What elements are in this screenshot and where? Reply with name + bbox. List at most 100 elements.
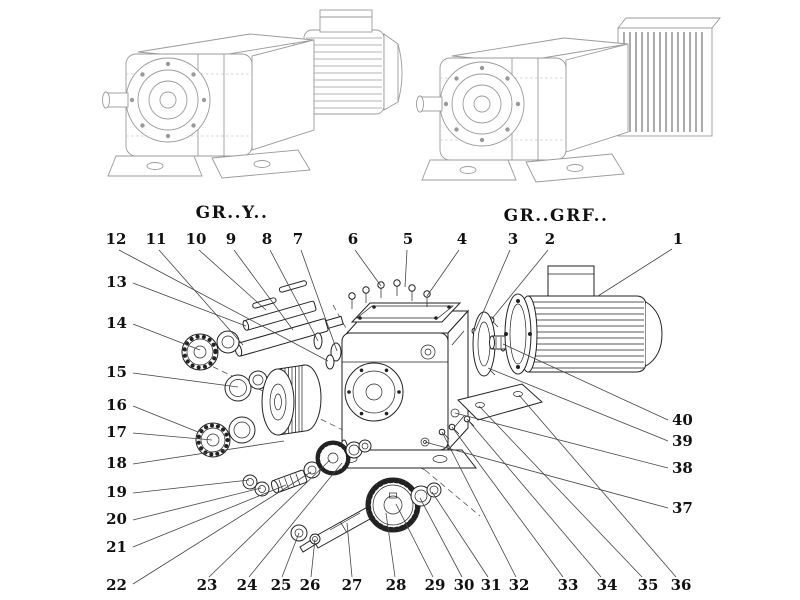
gear-cover [439,61,525,147]
leader-line-22 [132,471,312,585]
leader-line-12 [118,249,329,362]
callout-14: 14 [106,314,127,332]
callout-22: 22 [106,576,127,594]
leader-line-34 [466,418,602,578]
leader-line-37 [424,441,669,509]
callout-23: 23 [197,576,218,594]
callout-13: 13 [106,273,127,291]
callout-21: 21 [106,538,127,556]
output-gear [365,477,421,533]
foot-left [107,155,203,177]
block-fins [623,32,703,132]
callout-2: 2 [545,230,555,248]
leader-line-23 [208,459,331,578]
cooling-fins [306,37,382,109]
gearbox-assembled-right [416,37,629,183]
motor-body [527,295,647,373]
leader-line-25 [281,532,300,578]
spacer-ring [358,439,372,453]
callout-38: 38 [672,459,693,477]
gear-cover [125,57,211,143]
leader-line-27 [346,522,353,578]
motor-fins [530,301,644,369]
bearing-race [228,416,256,444]
callout-28: 28 [386,576,407,594]
callout-29: 29 [425,576,446,594]
leader-line-16 [132,405,199,433]
callout-20: 20 [106,510,127,528]
drain-plug [420,437,430,447]
front-bore [344,362,404,422]
housing-bolts [438,415,475,440]
foot-right [525,153,625,183]
input-shaft-parts [234,280,344,357]
leader-line-17 [132,432,213,441]
foot-right [211,149,311,179]
output-shaft-assembly [290,477,442,553]
bearing-shim [325,354,335,370]
oil-seal [224,374,252,402]
leader-line-8 [269,249,319,342]
callout-37: 37 [672,499,693,517]
inspection-cover [350,302,462,323]
leader-line-38 [454,412,669,469]
callout-1: 1 [673,230,683,248]
assembled-gearmotor-left-drawing [102,9,403,179]
fan-cover [645,301,663,367]
cover-bolt [393,279,401,296]
washer [254,481,270,497]
leader-line-35 [478,405,643,578]
lower-bearing [195,422,231,458]
cover-bolt [408,284,416,301]
leader-line-18 [132,440,285,465]
callout-17: 17 [106,423,127,441]
callout-7: 7 [293,230,303,248]
callout-11: 11 [146,230,167,248]
foot-left [421,159,517,181]
bore-bolt-holes [347,368,401,416]
callout-30: 30 [454,576,475,594]
model-label-right: GR..GRF.. [504,206,609,226]
fan-cover [383,33,399,111]
model-label-left: GR..Y.. [196,203,269,223]
callout-8: 8 [262,230,272,248]
callout-39: 39 [672,432,693,450]
callout-19: 19 [106,483,127,501]
cover-bolt [362,286,370,303]
leader-line-29 [395,503,434,578]
callout-15: 15 [106,363,127,381]
assembled-gearmotor-right-drawing [416,17,721,183]
callout-5: 5 [403,230,413,248]
leader-line-19 [132,479,250,494]
callout-12: 12 [106,230,127,248]
callout-27: 27 [342,576,363,594]
leader-line-40 [502,343,669,421]
finned-block [617,17,721,137]
motor-flange [504,293,532,375]
leader-line-28 [385,512,396,578]
splined-pinion-shaft [271,469,308,494]
leader-line-30 [419,497,463,578]
retaining-ring [216,330,240,354]
leader-line-2 [490,249,549,321]
leader-line-13 [132,282,247,327]
callout-25: 25 [271,576,292,594]
callout-6: 6 [348,230,358,248]
exploded-view [181,265,663,553]
leader-line-21 [132,484,287,548]
washer [242,474,258,490]
cover-bolt [423,290,431,307]
terminal-box [547,265,595,297]
callout-3: 3 [508,230,518,248]
intermediate-gear [315,439,351,476]
leader-line-1 [597,248,673,297]
leader-line-36 [518,394,677,578]
callout-34: 34 [597,576,618,594]
shaft-key [252,297,277,309]
leader-line-4 [426,249,460,297]
callout-9: 9 [226,230,236,248]
leader-line-5 [404,249,408,288]
callout-35: 35 [638,576,659,594]
